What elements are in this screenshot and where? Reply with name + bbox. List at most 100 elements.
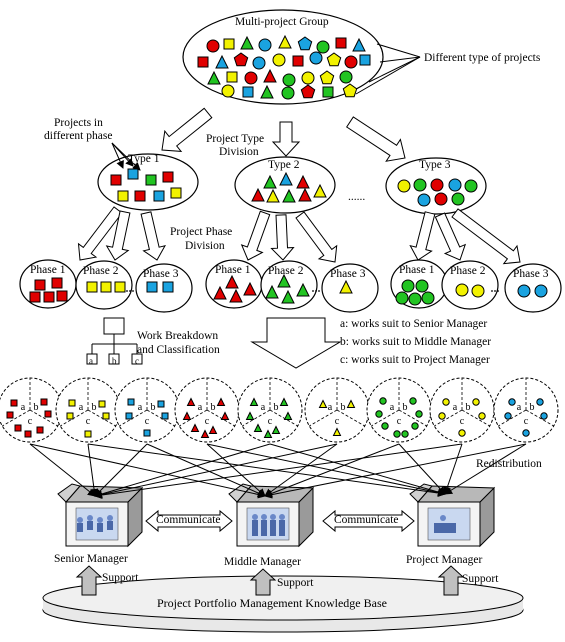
- triangle-shape: [207, 70, 221, 85]
- group-title: Multi-project Group: [235, 16, 329, 28]
- person-icon: [97, 523, 103, 532]
- senior-manager-box-flap: [57, 483, 81, 503]
- phase-label: Phase 3: [330, 268, 366, 280]
- person-icon: [107, 521, 113, 530]
- square-shape: [226, 71, 238, 83]
- square-shape: [223, 38, 235, 50]
- triangle-shape: [186, 397, 196, 406]
- circle-shape: [517, 284, 531, 298]
- phase-ellipse: [441, 260, 499, 310]
- circle-shape: [281, 86, 295, 100]
- circle-shape: [375, 410, 383, 418]
- circle-shape: [272, 53, 286, 67]
- square-shape: [292, 55, 304, 67]
- divider-line: [336, 409, 365, 427]
- square-shape: [134, 190, 146, 202]
- segment-letter-b: b: [530, 402, 535, 413]
- circle-shape: [451, 192, 465, 206]
- segment-letter-c: c: [524, 416, 529, 427]
- circle-shape: [504, 412, 512, 420]
- main-down-arrow: [250, 317, 342, 369]
- pointer-line: [376, 43, 421, 58]
- pentagon-shape: [297, 36, 313, 51]
- redistribution-arrow: [94, 443, 463, 499]
- redistribution-arrow: [94, 443, 271, 498]
- circle-shape: [282, 73, 296, 87]
- triangle-shape: [263, 174, 277, 189]
- triangle-shape: [190, 423, 200, 432]
- projects-in-phase-label-2: different phase: [44, 130, 113, 142]
- divider-line: [87, 409, 116, 427]
- divider-line: [206, 409, 235, 427]
- square-shape: [146, 281, 158, 293]
- circle-shape: [455, 283, 469, 297]
- divider-line: [461, 409, 490, 427]
- pointer-line: [355, 56, 421, 95]
- wbs-letter-a: a: [89, 356, 93, 366]
- triangle-shape: [265, 284, 279, 299]
- pentagon-shape: [342, 83, 358, 98]
- triangle-shape: [216, 397, 226, 406]
- circle-shape: [508, 398, 516, 406]
- triangle-shape: [245, 411, 255, 420]
- circle-shape: [536, 398, 544, 406]
- square-shape: [157, 400, 165, 408]
- segment-letter-a: a: [21, 402, 26, 413]
- project-manager-label: Project Manager: [406, 554, 483, 566]
- support-label-2: Support: [277, 577, 314, 589]
- triangle-shape: [220, 411, 230, 420]
- phase-label: Phase 2: [83, 265, 119, 277]
- circle-shape: [448, 178, 462, 192]
- arrow-to-phase: [105, 210, 131, 261]
- triangle-shape: [296, 174, 310, 189]
- triangle-shape: [277, 273, 291, 288]
- triangle-shape: [339, 279, 353, 294]
- redistribution-arrow: [269, 443, 446, 496]
- square-shape: [24, 430, 32, 438]
- person-icon: [77, 517, 83, 523]
- person-icon: [279, 514, 285, 520]
- circle-shape: [522, 429, 530, 437]
- dot: [491, 290, 493, 292]
- dot: [126, 290, 128, 292]
- arrow-to-phase: [140, 211, 166, 261]
- type-2-label: Type 2: [268, 159, 300, 171]
- segment-letter-c: c: [28, 416, 33, 427]
- square-shape: [84, 430, 92, 438]
- communicate-label-1: Communicate: [156, 514, 221, 526]
- divider-line: [525, 409, 554, 427]
- square-shape: [56, 290, 68, 302]
- desk-icon: [434, 523, 456, 533]
- triangle-shape: [298, 187, 312, 202]
- triangle-shape: [266, 188, 280, 203]
- legend-b: b: works suit to Middle Manager: [340, 336, 492, 348]
- knowledge-base-top: [42, 575, 524, 621]
- legend-a: a: works suit to Senior Manager: [340, 318, 488, 330]
- circle-shape: [206, 39, 220, 53]
- divider-line: [434, 409, 463, 427]
- legend-c: c: works suit to Project Manager: [340, 354, 490, 366]
- person-icon: [252, 520, 258, 536]
- circle-shape: [316, 40, 330, 54]
- square-shape: [127, 398, 135, 406]
- triangle-shape: [249, 397, 259, 406]
- arrow-to-type-3: [346, 116, 406, 162]
- circle-shape: [244, 71, 258, 85]
- triangle-shape: [346, 399, 356, 408]
- square-shape: [43, 291, 55, 303]
- segment-letter-c: c: [86, 416, 91, 427]
- divider-line: [371, 409, 400, 427]
- triangle-shape: [243, 281, 257, 296]
- circle-shape: [221, 84, 235, 98]
- triangle-shape: [313, 183, 327, 198]
- triangle-shape: [281, 289, 295, 304]
- circle-shape: [408, 292, 422, 306]
- divider-line: [146, 409, 175, 427]
- circle-shape: [458, 429, 466, 437]
- triangle-shape: [318, 399, 328, 408]
- segment-letter-b: b: [274, 402, 279, 413]
- segment-letter-a: a: [453, 402, 458, 413]
- circle-shape: [401, 279, 415, 293]
- redistribution-arrow: [444, 443, 527, 495]
